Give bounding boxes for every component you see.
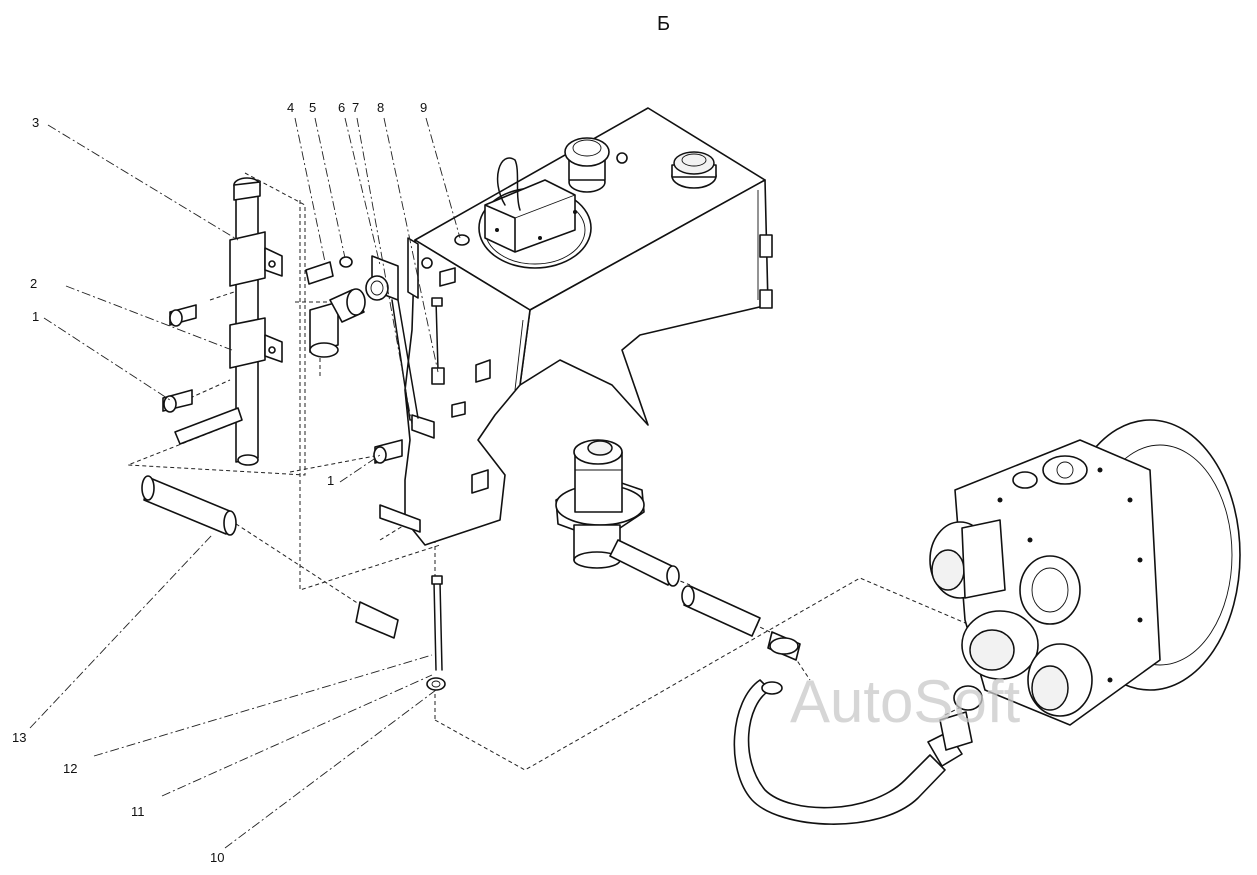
drain-bolt xyxy=(426,575,446,691)
hose-13 xyxy=(141,475,399,639)
view-title: Б xyxy=(657,13,670,35)
hose-segments xyxy=(681,585,983,825)
callout-2: 2 xyxy=(30,276,37,291)
watermark: AutoSoft xyxy=(790,668,1020,735)
bracket-plate xyxy=(365,255,435,439)
angle-fitting xyxy=(305,256,366,358)
callout-1-lower: 1 xyxy=(327,473,334,488)
leader-lines xyxy=(29,117,461,849)
callout-9: 9 xyxy=(420,100,427,115)
callout-6: 6 xyxy=(338,100,345,115)
callout-13: 13 xyxy=(12,730,26,745)
callout-4: 4 xyxy=(287,100,294,115)
hydraulic-tank xyxy=(379,107,773,546)
callout-3: 3 xyxy=(32,115,39,130)
callout-5: 5 xyxy=(309,100,316,115)
filter-housing xyxy=(555,439,680,587)
callout-12: 12 xyxy=(63,761,77,776)
pump-transmission xyxy=(929,419,1241,726)
callout-1: 1 xyxy=(32,309,39,324)
callout-11: 11 xyxy=(131,804,145,819)
callout-10: 10 xyxy=(210,850,224,865)
vertical-pipe xyxy=(162,177,403,466)
callout-7: 7 xyxy=(352,100,359,115)
callout-numbers: 3 2 1 4 5 6 7 8 9 1 13 12 11 10 xyxy=(12,100,427,865)
callout-8: 8 xyxy=(377,100,384,115)
level-rod xyxy=(431,297,445,385)
